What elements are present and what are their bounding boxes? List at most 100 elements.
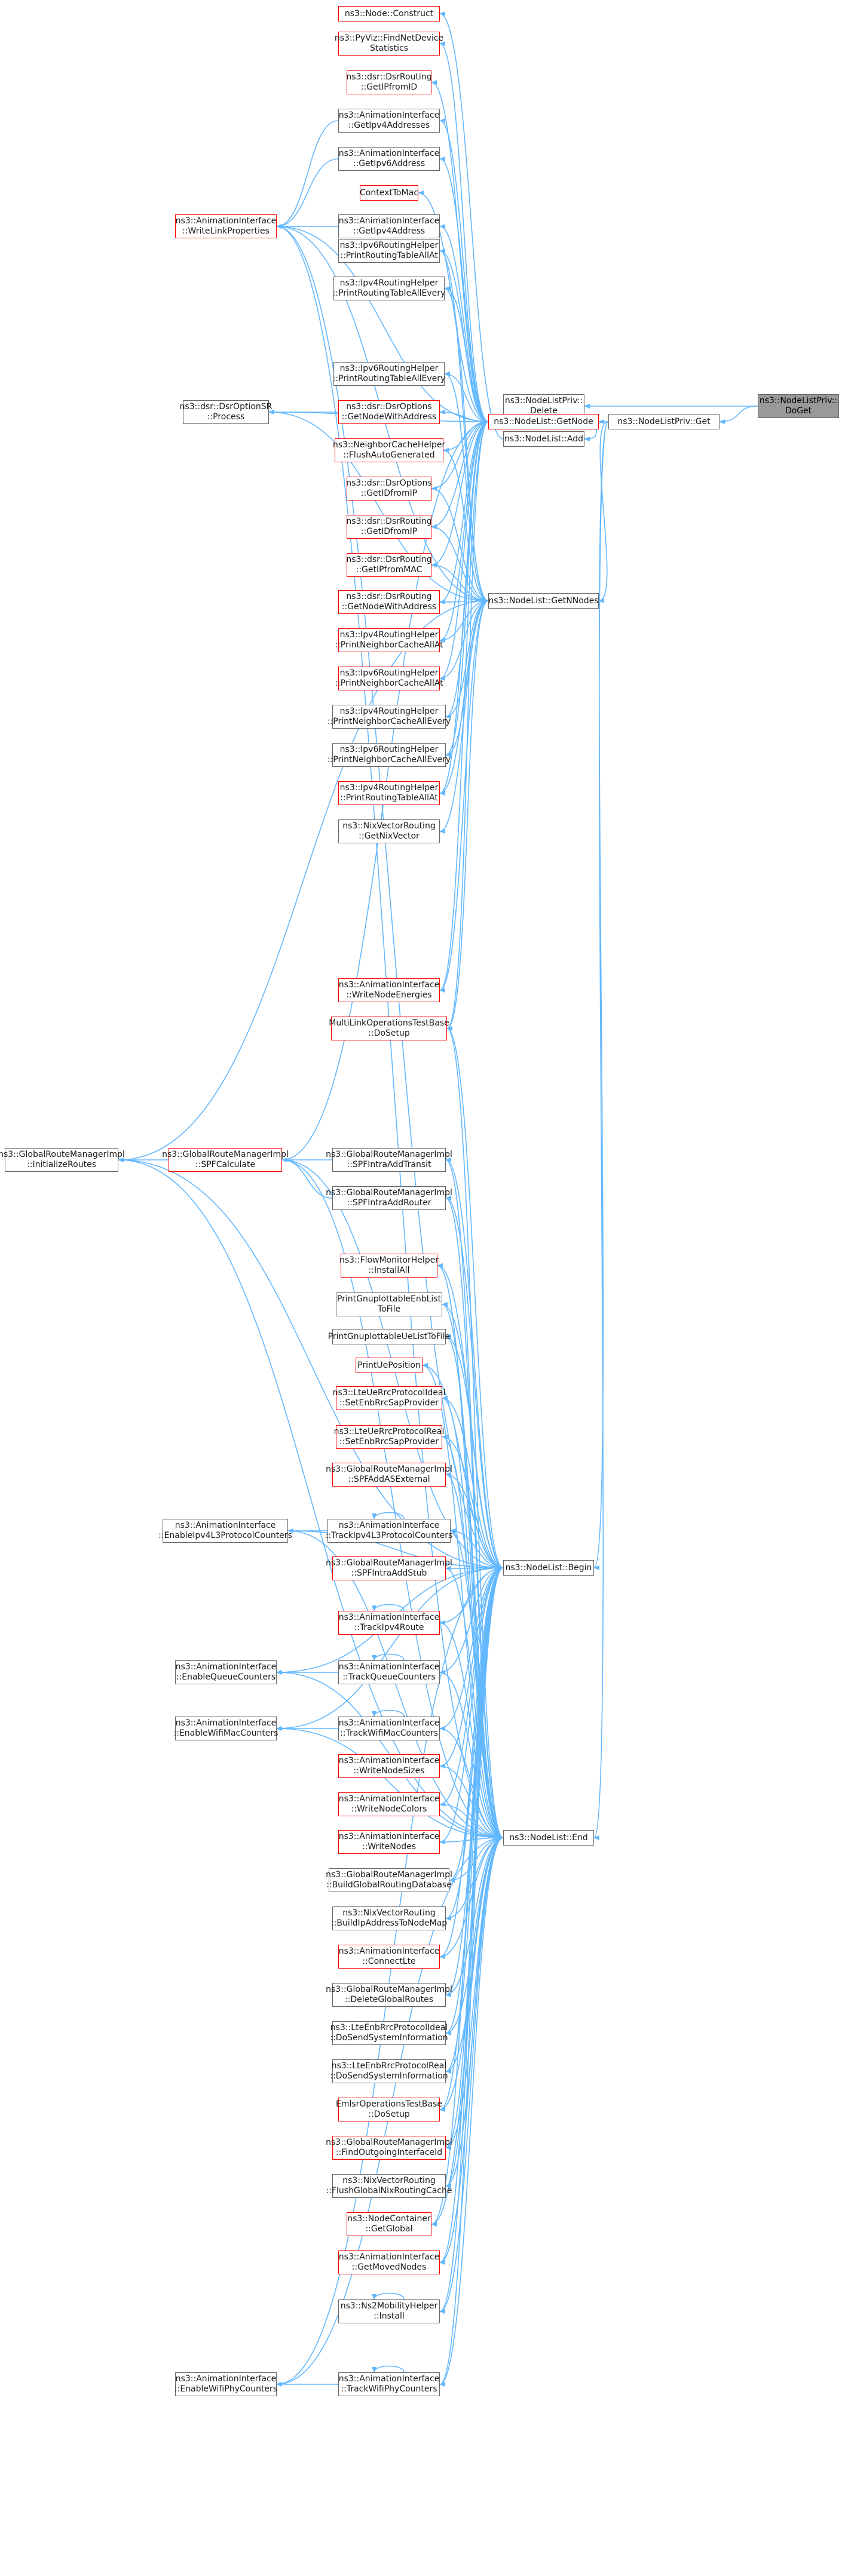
call-edge [276, 224, 489, 422]
self-call-edge [372, 2365, 405, 2373]
graph-node-grm-spfintraaddrouter[interactable]: ns3::GlobalRouteManagerImpl::SPFIntraAdd… [326, 1186, 452, 1210]
graph-node-anim-writenodesizes[interactable]: ns3::AnimationInterface::WriteNodeSizes [338, 1754, 440, 1778]
graph-node-grm-deleteglobalroutes[interactable]: ns3::GlobalRouteManagerImpl::DeleteGloba… [326, 1983, 452, 2007]
call-edge [439, 248, 489, 422]
graph-node-ipv4routinghelper-printneighborcacheallevery[interactable]: ns3::Ipv4RoutingHelper::PrintNeighborCac… [327, 705, 451, 729]
call-edge [118, 1157, 504, 1568]
graph-node-grm-spfintraaddstub[interactable]: ns3::GlobalRouteManagerImpl::SPFIntraAdd… [326, 1556, 452, 1580]
call-edge [444, 286, 489, 422]
call-edge [268, 410, 489, 601]
graph-node-anim-enablewifimaccounters[interactable]: ns3::AnimationInterface::EnableWifiMacCo… [174, 1717, 278, 1740]
graph-node-anim-getmovednodes[interactable]: ns3::AnimationInterface::GetMovedNodes [338, 2250, 440, 2274]
graph-node-ipv6routinghelper-printroutingtableallat[interactable]: ns3::Ipv6RoutingHelper::PrintRoutingTabl… [338, 239, 440, 263]
graph-node-dsrrouting-getipfrommac[interactable]: ns3::dsr::DsrRouting::GetIPfromMAC [346, 553, 432, 577]
graph-node-dsrrouting-getidfromip[interactable]: ns3::dsr::DsrRouting::GetIDfromIP [346, 515, 432, 539]
graph-node-grm-initializeroutes[interactable]: ns3::GlobalRouteManagerImpl::InitializeR… [0, 1148, 125, 1172]
call-edge [439, 421, 489, 643]
call-edge [444, 286, 489, 601]
call-edge [442, 1435, 504, 1568]
call-edge [281, 1157, 504, 1838]
graph-node-dsrrouting-getnodewithaddress[interactable]: ns3::dsr::DsrRouting::GetNodeWithAddress [338, 590, 440, 614]
graph-node-lteenbrrcprotocolideal-dosendsysteminformation[interactable]: ns3::LteEnbRrcProtocolIdeal::DoSendSyste… [330, 2021, 448, 2045]
graph-node-nixvectorrouting-getnixvector[interactable]: ns3::NixVectorRouting::GetNixVector [338, 819, 440, 843]
call-edge [437, 1263, 504, 1838]
self-call-edge [372, 1653, 405, 1661]
graph-node-ipv4routinghelper-printroutingtableallevery[interactable]: ns3::Ipv4RoutingHelper::PrintRoutingTabl… [333, 277, 445, 300]
graph-node-anim-writenodeenergies[interactable]: ns3::AnimationInterface::WriteNodeEnergi… [338, 978, 440, 1002]
call-edge [445, 1837, 504, 1921]
graph-node-nodelistpriv-get[interactable]: ns3::NodeListPriv::Get [608, 414, 720, 429]
graph-node-flowmonitorhelper-installall[interactable]: ns3::FlowMonitorHelper::InstallAll [339, 1254, 439, 1278]
call-edge [276, 158, 339, 229]
graph-node-anim-writelinkproperties[interactable]: ns3::AnimationInterface::WriteLinkProper… [175, 214, 277, 238]
graph-node-anim-getipv4addresses[interactable]: ns3::AnimationInterface::GetIpv4Addresse… [338, 109, 440, 133]
graph-node-nodelistpriv-doget[interactable]: ns3::NodeListPriv::DoGet [758, 394, 839, 418]
graph-node-multilinkoperationstestbase-dosetup[interactable]: MultiLinkOperationsTestBase::DoSetup [329, 1017, 449, 1040]
self-call-edge [372, 1709, 405, 1717]
graph-node-anim-getipv6address[interactable]: ns3::AnimationInterface::GetIpv6Address [338, 147, 440, 171]
graph-node-grm-findoutgoinginterfaceid[interactable]: ns3::GlobalRouteManagerImpl::FindOutgoin… [326, 2136, 452, 2160]
graph-node-nodelist-add[interactable]: ns3::NodeList::Add [503, 431, 584, 447]
graph-node-ipv4routinghelper-printneighborcacheallat[interactable]: ns3::Ipv4RoutingHelper::PrintNeighborCac… [335, 628, 443, 652]
call-edge [445, 1567, 504, 1921]
graph-node-grm-spfintraaddtransit[interactable]: ns3::GlobalRouteManagerImpl::SPFIntraAdd… [326, 1148, 452, 1172]
call-edge [439, 421, 489, 681]
graph-node-ipv6routinghelper-printneighborcacheallevery[interactable]: ns3::Ipv6RoutingHelper::PrintNeighborCac… [327, 743, 451, 767]
graph-node-grm-spfcalculate[interactable]: ns3::GlobalRouteManagerImpl::SPFCalculat… [162, 1148, 289, 1172]
graph-node-contexttomac[interactable]: ContextToMac [360, 185, 418, 201]
call-edge [439, 1837, 504, 2387]
graph-node-lteuerrcprotocolideal-setenbrrcsapprovider[interactable]: ns3::LteUeRrcProtocolIdeal::SetEnbRrcSap… [333, 1386, 445, 1410]
graph-node-anim-trackqueuecounters[interactable]: ns3::AnimationInterface::TrackQueueCount… [338, 1660, 440, 1684]
call-edge [446, 600, 489, 1031]
graph-node-anim-enablequeuecounters[interactable]: ns3::AnimationInterface::EnableQueueCoun… [175, 1660, 277, 1684]
graph-node-anim-writenodes[interactable]: ns3::AnimationInterface::WriteNodes [338, 1830, 440, 1854]
graph-node-emlsroperationstestbase-dosetup[interactable]: EmlsrOperationsTestBase::DoSetup [336, 2098, 442, 2121]
graph-node-anim-trackwifiphycounters[interactable]: ns3::AnimationInterface::TrackWifiPhyCou… [338, 2372, 440, 2396]
graph-node-dsrrouting-getipfromid[interactable]: ns3::dsr::DsrRouting::GetIPfromID [346, 70, 432, 94]
call-edge [439, 600, 489, 681]
call-edge [431, 421, 489, 567]
graph-node-nixvectorrouting-buildipaddresstonodemap[interactable]: ns3::NixVectorRouting::BuildIpAddressToN… [331, 1906, 447, 1930]
call-edge [439, 1567, 504, 1959]
graph-node-anim-connectlte[interactable]: ns3::AnimationInterface::ConnectLte [338, 1945, 440, 1969]
graph-node-grm-spfaddasexternal[interactable]: ns3::GlobalRouteManagerImpl::SPFAddASExt… [326, 1463, 452, 1487]
graph-node-anim-trackipv4l3protocolcounters[interactable]: ns3::AnimationInterface::TrackIpv4L3Prot… [326, 1519, 452, 1543]
graph-node-anim-enableipv4l3protocolcounters[interactable]: ns3::AnimationInterface::EnableIpv4L3Pro… [158, 1519, 292, 1543]
call-edge [439, 156, 489, 422]
graph-node-ns2mobilityhelper-install[interactable]: ns3::Ns2MobilityHelper::Install [338, 2299, 440, 2323]
graph-node-anim-writenodecolors[interactable]: ns3::AnimationInterface::WriteNodeColors [338, 1792, 440, 1816]
graph-node-nixvectorrouting-flushglobalnixroutingcache[interactable]: ns3::NixVectorRouting::FlushGlobalNixRou… [326, 2174, 452, 2198]
call-edge [446, 1026, 504, 1838]
graph-node-nodelist-getnode[interactable]: ns3::NodeList::GetNode [488, 414, 599, 429]
graph-node-dsroptionsr-process[interactable]: ns3::dsr::DsrOptionSR::Process [180, 400, 272, 424]
call-edge [439, 421, 489, 796]
graph-node-nodelist-getnnodes[interactable]: ns3::NodeList::GetNNodes [488, 593, 599, 609]
graph-node-lteenbrrcprotocolreal-dosendsysteminformation[interactable]: ns3::LteEnbRrcProtocolReal::DoSendSystem… [330, 2059, 448, 2083]
graph-node-ipv6routinghelper-printneighborcacheallat[interactable]: ns3::Ipv6RoutingHelper::PrintNeighborCac… [335, 667, 443, 690]
graph-node-dsroptions-getnodewithaddress[interactable]: ns3::dsr::DsrOptions::GetNodeWithAddress [338, 400, 440, 424]
graph-node-grm-buildglobalroutingdatabase[interactable]: ns3::GlobalRouteManagerImpl::BuildGlobal… [326, 1868, 452, 1892]
call-edge [439, 600, 489, 834]
graph-node-node-construct[interactable]: ns3::Node::Construct [338, 6, 440, 22]
graph-node-lteuerrcprotocolreal-setenbrrcsapprovider[interactable]: ns3::LteUeRrcProtocolReal::SetEnbRrcSapP… [334, 1425, 444, 1449]
graph-node-anim-trackwifimaccounters[interactable]: ns3::AnimationInterface::TrackWifiMacCou… [338, 1717, 440, 1740]
graph-node-anim-getipv4address[interactable]: ns3::AnimationInterface::GetIpv4Address [338, 214, 440, 238]
call-edge [444, 371, 489, 422]
graph-node-ipv4routinghelper-printroutingtableallat[interactable]: ns3::Ipv4RoutingHelper::PrintRoutingTabl… [338, 781, 440, 805]
graph-node-nodecontainer-getglobal[interactable]: ns3::NodeContainer::GetGlobal [347, 2212, 431, 2236]
call-edge [431, 421, 489, 529]
graph-node-anim-enablewifiphycounters[interactable]: ns3::AnimationInterface::EnableWifiPhyCo… [175, 2372, 277, 2396]
graph-node-ipv6routinghelper-printroutingtableallevery[interactable]: ns3::Ipv6RoutingHelper::PrintRoutingTabl… [333, 362, 445, 386]
call-edge [276, 1726, 504, 1838]
graph-node-printueposition[interactable]: PrintUePosition [356, 1358, 423, 1373]
graph-node-nodelist-begin[interactable]: ns3::NodeList::Begin [503, 1560, 594, 1576]
call-edge [439, 1837, 504, 1959]
graph-node-printgnuplottableuelisttofile[interactable]: PrintGnuplottableUeListToFile [328, 1329, 450, 1344]
graph-node-dsroptions-getidfromip[interactable]: ns3::dsr::DsrOptions::GetIDfromIP [346, 477, 432, 501]
call-edge [439, 224, 489, 422]
graph-node-anim-trackipv4route[interactable]: ns3::AnimationInterface::TrackIpv4Route [338, 1611, 440, 1635]
graph-node-neighborcachehelper-flushautogenerated[interactable]: ns3::NeighborCacheHelper::FlushAutoGener… [333, 438, 445, 462]
graph-node-nodelist-end[interactable]: ns3::NodeList::End [503, 1830, 594, 1846]
